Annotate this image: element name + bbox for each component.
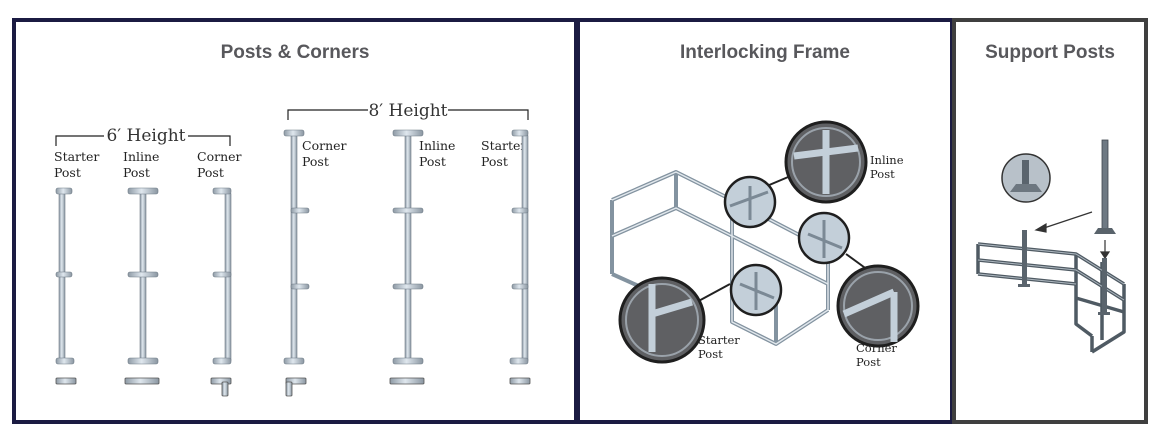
base-plate-callout	[1001, 153, 1051, 203]
starter-post-callout	[618, 276, 706, 364]
placement-arrows	[1034, 211, 1111, 260]
tall-support-post	[1094, 139, 1116, 234]
interlocking-frame-panel: Interlocking Frame	[576, 18, 954, 424]
posts-corners-panel: Posts & Corners 6′ Height 8′ Height Star…	[12, 18, 578, 424]
eight-foot-bracket	[287, 109, 529, 120]
six-foot-bracket	[55, 135, 231, 146]
posts-corners-title: Posts & Corners	[220, 42, 370, 63]
post-8-corner	[283, 129, 310, 397]
installed-support-posts	[1018, 230, 1110, 315]
six-foot-heading: 6′ Height	[106, 126, 185, 146]
post-6-starter	[55, 187, 77, 385]
post-6-inline	[124, 187, 160, 385]
post-8-inline	[389, 129, 425, 385]
inline-post-callout	[784, 120, 868, 204]
support-illustration	[976, 139, 1126, 354]
support-posts-title: Support Posts	[985, 42, 1115, 63]
support-posts-panel: Support Posts	[952, 18, 1148, 424]
post-8-starter	[509, 129, 531, 385]
eight-foot-heading: 8′ Height	[368, 101, 447, 121]
post-6-corner	[210, 187, 232, 397]
corner-post-callout	[836, 264, 920, 348]
interlocking-frame-title: Interlocking Frame	[680, 42, 850, 63]
